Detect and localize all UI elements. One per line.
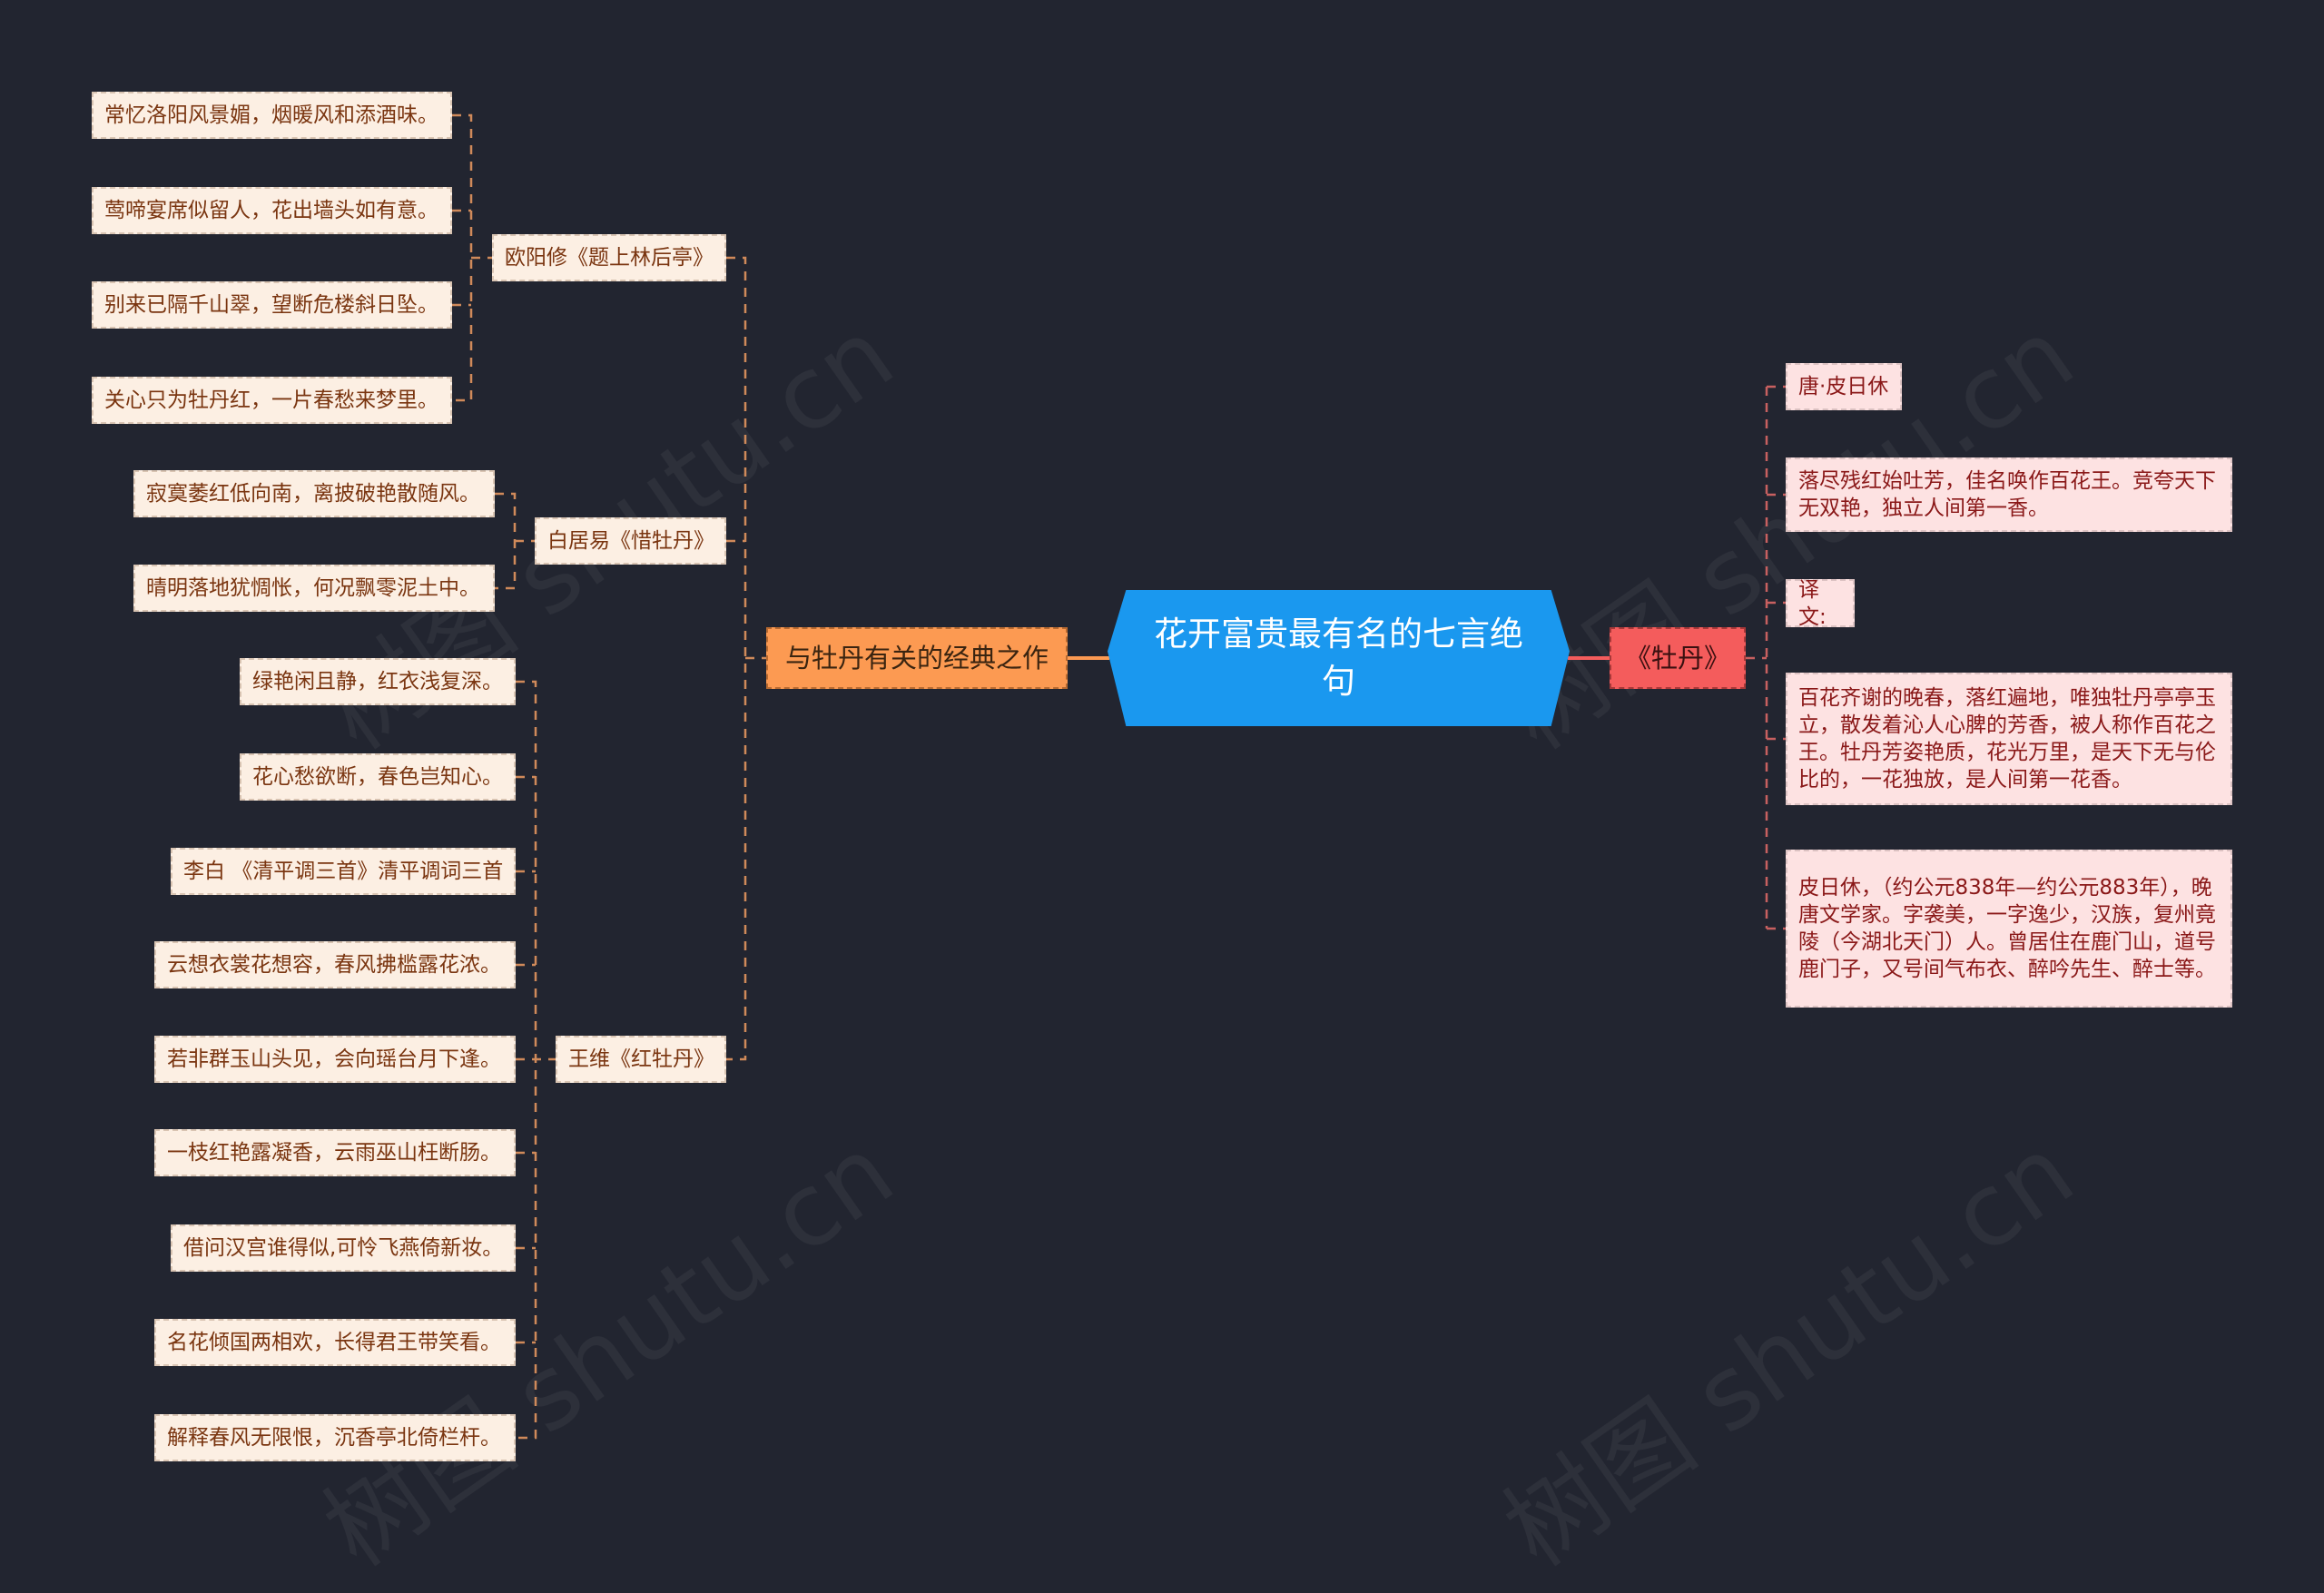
connector-lines (452, 113, 1786, 1440)
translation-label-item[interactable]: 译文: (1786, 578, 1855, 629)
group-baijuyi[interactable]: 白居易《惜牡丹》 (535, 517, 726, 565)
poem-line[interactable]: 别来已隔千山翠，望断危楼斜日坠。 (92, 281, 452, 329)
author-bio-item[interactable]: 皮日休，（约公元838年—约公元883年），晚唐文学家。字袭美，一字逸少，汉族，… (1786, 850, 2232, 1008)
poem-line[interactable]: 若非群玉山头见，会向瑶台月下逢。 (154, 1036, 516, 1083)
group-wangwei[interactable]: 王维《红牡丹》 (556, 1036, 726, 1083)
poem-line[interactable]: 花心愁欲断，春色岂知心。 (240, 753, 516, 801)
poem-line[interactable]: 晴明落地犹惆怅，何况飘零泥土中。 (133, 565, 495, 612)
group-ouyangxiu[interactable]: 欧阳修《题上林后亭》 (492, 234, 726, 281)
poem-line[interactable]: 绿艳闲且静，红衣浅复深。 (240, 658, 516, 705)
translation-text-item[interactable]: 百花齐谢的晚春，落红遍地，唯独牡丹亭亭玉立，散发着沁人心脾的芳香，被人称作百花之… (1786, 673, 2232, 805)
poem-line[interactable]: 一枝红艳露凝香，云雨巫山枉断肠。 (154, 1129, 516, 1176)
poem-line[interactable]: 莺啼宴席似留人，花出墙头如有意。 (92, 187, 452, 234)
poem-line[interactable]: 常忆洛阳风景媚，烟暖风和添酒味。 (92, 92, 452, 139)
branch-label: 与牡丹有关的经典之作 (784, 643, 1049, 674)
poem-line[interactable]: 借问汉宫谁得似,可怜飞燕倚新妆。 (171, 1224, 516, 1272)
poem-line[interactable]: 李白 《清平调三首》清平调词三首 (171, 848, 516, 895)
poem-line[interactable]: 云想衣裳花想容，春风拂槛露花浓。 (154, 941, 516, 988)
poem-line[interactable]: 名花倾国两相欢，长得君王带笑看。 (154, 1319, 516, 1366)
central-topic[interactable]: 花开富贵最有名的七言绝句 (1108, 590, 1570, 726)
central-topic-label: 花开富贵最有名的七言绝句 (1154, 615, 1523, 701)
poem-text-item[interactable]: 落尽残红始吐芳，佳名唤作百花王。竞夸天下无双艳，独立人间第一香。 (1786, 457, 2232, 532)
branch-mudan-poem[interactable]: 《牡丹》 (1610, 627, 1746, 689)
poem-line[interactable]: 关心只为牡丹红，一片春愁来梦里。 (92, 377, 452, 424)
poem-line[interactable]: 解释春风无限恨，沉香亭北倚栏杆。 (154, 1414, 516, 1461)
branch-label: 《牡丹》 (1624, 643, 1730, 674)
poem-line[interactable]: 寂寞萎红低向南，离披破艳散随风。 (133, 470, 495, 517)
author-item[interactable]: 唐·皮日休 (1786, 363, 1902, 410)
branch-classic-works[interactable]: 与牡丹有关的经典之作 (766, 627, 1068, 689)
